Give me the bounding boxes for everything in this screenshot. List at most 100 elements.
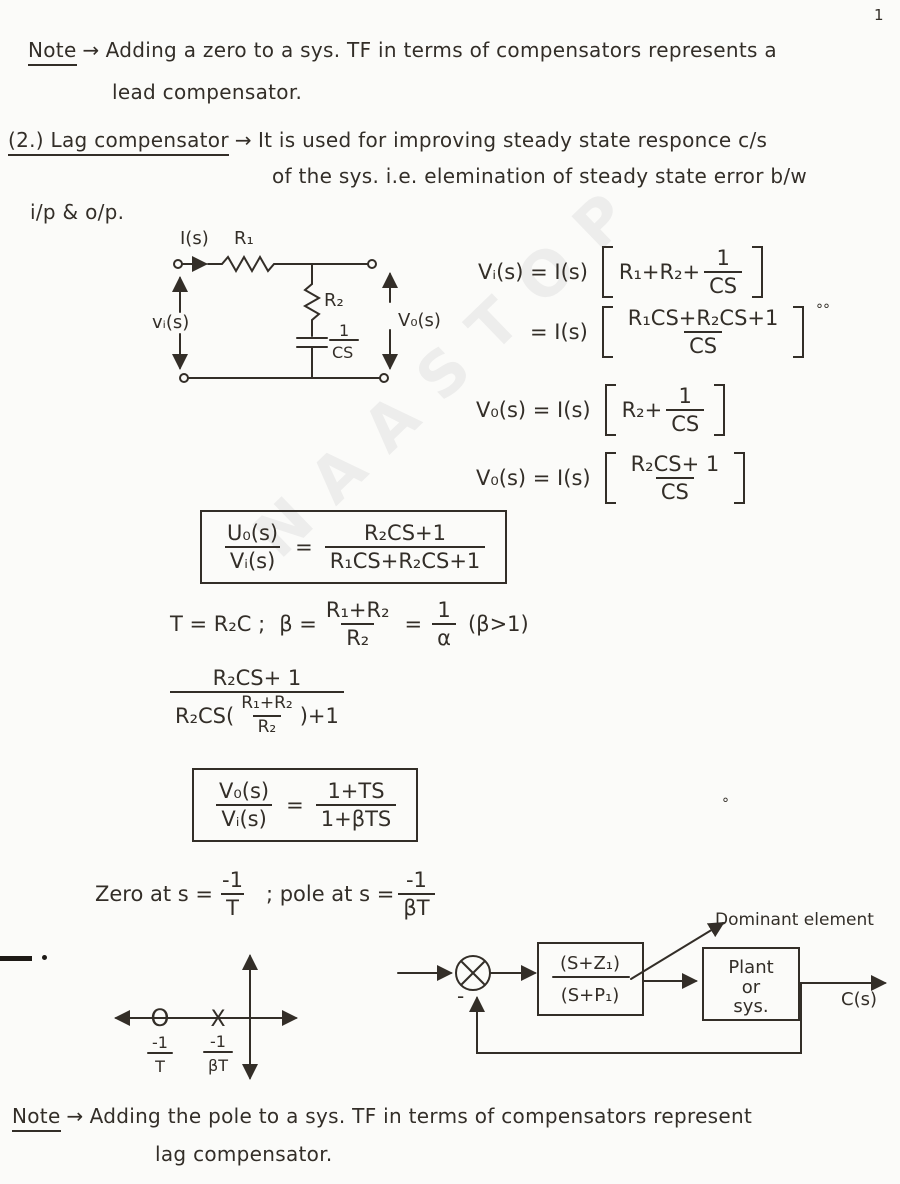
tf2-rden: 1+βTS — [315, 804, 397, 831]
expanded-fraction: R₂CS+ 1 R₂CS( R₁+R₂ R₂ )+1 — [166, 666, 348, 737]
note-bottom-text1: Adding the pole to a sys. TF in terms of… — [89, 1104, 753, 1128]
zero-den: T — [221, 893, 244, 920]
pole-label-num: -1 — [210, 1032, 226, 1051]
vout-label: V₀(s) — [398, 310, 441, 331]
expand-den-num: R₁+R₂ — [241, 693, 293, 714]
tf2-right-fraction: 1+TS 1+βTS — [315, 779, 397, 831]
transfer-function-box-2: V₀(s) Vᵢ(s) = 1+TS 1+βTS — [192, 768, 419, 843]
eq2-den: CS — [684, 331, 723, 358]
zero-marker: O — [151, 1004, 170, 1032]
section2-arrow-icon: → — [234, 128, 252, 152]
eq4-lhs: V₀(s) = I(s) — [476, 466, 591, 491]
section2-line3: i/p & o/p. — [30, 200, 125, 224]
eq3-terms: R₂+ — [621, 398, 663, 423]
pole-den: βT — [398, 893, 435, 920]
annotation-arrow — [630, 921, 725, 980]
resistor-r2 — [302, 283, 322, 337]
eq4-den: CS — [655, 477, 694, 504]
equation-vo-sum: V₀(s) = I(s) R₂+ 1 CS — [476, 384, 726, 437]
beta-condition: (β>1) — [467, 612, 529, 637]
eq3-den: CS — [666, 409, 705, 436]
expand-den-pre: R₂CS( — [175, 703, 235, 728]
beta-num: R₁+R₂ — [325, 598, 390, 622]
zero-pre: Zero at s = — [95, 882, 213, 907]
plant-line3: sys. — [733, 996, 768, 1017]
params-equals: = — [404, 612, 423, 637]
stray-dash — [0, 956, 32, 961]
resistor-r1 — [207, 254, 369, 274]
bracket-right — [714, 384, 726, 437]
cap-frac-num: 1 — [339, 321, 349, 340]
pole-label-den: βT — [208, 1056, 228, 1075]
beta-fraction: R₁+R₂ R₂ — [321, 598, 395, 650]
section2-heading: (2.) Lag compensator — [8, 128, 229, 156]
bracket-left — [604, 452, 616, 505]
output-label: C(s) — [841, 989, 877, 1010]
eq2-lhs: = I(s) — [530, 320, 588, 345]
summing-cross-2 — [461, 961, 485, 985]
eq1-num: 1 — [716, 246, 730, 270]
transfer-function-box-1: U₀(s) Vᵢ(s) = R₂CS+1 R₁CS+R₂CS+1 — [200, 510, 508, 585]
compensator-block — [537, 942, 644, 1016]
page-mark: 1 — [874, 6, 884, 24]
pole-num: -1 — [405, 868, 427, 892]
alpha-num: 1 — [437, 598, 451, 622]
alpha-den: α — [432, 623, 456, 650]
eq1-lhs: Vᵢ(s) = I(s) — [478, 260, 588, 285]
stray-mark: °° — [816, 302, 830, 318]
eq4-fraction: R₂CS+ 1 CS — [626, 452, 725, 504]
parameter-definitions: T = R₂C ; β = R₁+R₂ R₂ = 1 α (β>1) — [170, 598, 529, 650]
pole-fraction: -1 βT — [398, 868, 435, 920]
eq1-terms: R₁+R₂+ — [618, 260, 701, 285]
expand-den-post: )+1 — [299, 703, 339, 728]
equation-vi-combined: = I(s) R₁CS+R₂CS+1 CS — [530, 306, 805, 359]
pole-zero-plot: O X -1 T -1 βT — [114, 954, 298, 1080]
expand-den-fraction: R₁+R₂ R₂ — [236, 694, 298, 737]
current-label: I(s) — [180, 228, 209, 249]
expand-den: R₂CS( R₁+R₂ R₂ )+1 — [170, 691, 344, 737]
feedback-path — [469, 982, 802, 1054]
alpha-fraction: 1 α — [432, 598, 456, 650]
zero-pole-statement: Zero at s = -1 T ; pole at s = -1 βT — [95, 868, 439, 920]
eq3-lhs: V₀(s) = I(s) — [476, 398, 591, 423]
eq4-num: R₂CS+ 1 — [630, 452, 720, 476]
bracket-left — [601, 246, 613, 299]
bracket-right — [734, 452, 746, 505]
block1-numerator: (S+Z₁) — [560, 953, 620, 974]
equation-vi-sum: Vᵢ(s) = I(s) R₁+R₂+ 1 CS — [478, 246, 764, 299]
expand-den-den: R₂ — [252, 714, 282, 738]
note-bottom-arrow-icon: → — [66, 1104, 84, 1128]
bracket-left — [604, 384, 616, 437]
tf1-lden: Vᵢ(s) — [224, 546, 281, 573]
section2-line2: of the sys. i.e. elemination of steady s… — [272, 164, 808, 188]
r2-label: R₂ — [324, 290, 344, 311]
note-top-label: Note — [28, 38, 77, 66]
tf1-equals: = — [295, 535, 313, 560]
eq3-num: 1 — [678, 384, 692, 408]
eq1-den: CS — [704, 271, 743, 298]
terminal-top-right — [367, 259, 377, 269]
note-bottom-line1: Note→Adding the pole to a sys. TF in ter… — [12, 1104, 753, 1132]
expand-num: R₂CS+ 1 — [212, 666, 302, 690]
lag-circuit-diagram: I(s) R₁ R₂ 1 CS vᵢ(s) V₀(s) — [152, 228, 441, 383]
equation-vo-combined: V₀(s) = I(s) R₂CS+ 1 CS — [476, 452, 746, 505]
tf1-right-fraction: R₂CS+1 R₁CS+R₂CS+1 — [324, 521, 486, 573]
bracket-right — [752, 246, 764, 299]
block1-denominator: (S+P₁) — [561, 985, 620, 1006]
expand-fraction: R₂CS+ 1 R₂CS( R₁+R₂ R₂ )+1 — [170, 666, 344, 737]
eq2-fraction: R₁CS+R₂CS+1 CS — [623, 306, 784, 358]
note-bottom-label: Note — [12, 1104, 61, 1132]
tf1-rden: R₁CS+R₂CS+1 — [324, 546, 486, 573]
zero-label-num: -1 — [152, 1033, 168, 1052]
zero-label-den: T — [154, 1057, 165, 1076]
tf2-equals: = — [286, 793, 304, 818]
t-definition: T = R₂C ; — [170, 612, 266, 637]
terminal-top-left — [173, 259, 183, 269]
stray-dot — [42, 955, 47, 960]
zero-num: -1 — [222, 868, 243, 892]
r1-label: R₁ — [234, 228, 254, 249]
tf2-lnum: V₀(s) — [219, 779, 270, 803]
plant-line2: or — [742, 977, 761, 998]
tf1-left-fraction: U₀(s) Vᵢ(s) — [222, 521, 283, 573]
beta-lhs: β = — [279, 612, 317, 637]
